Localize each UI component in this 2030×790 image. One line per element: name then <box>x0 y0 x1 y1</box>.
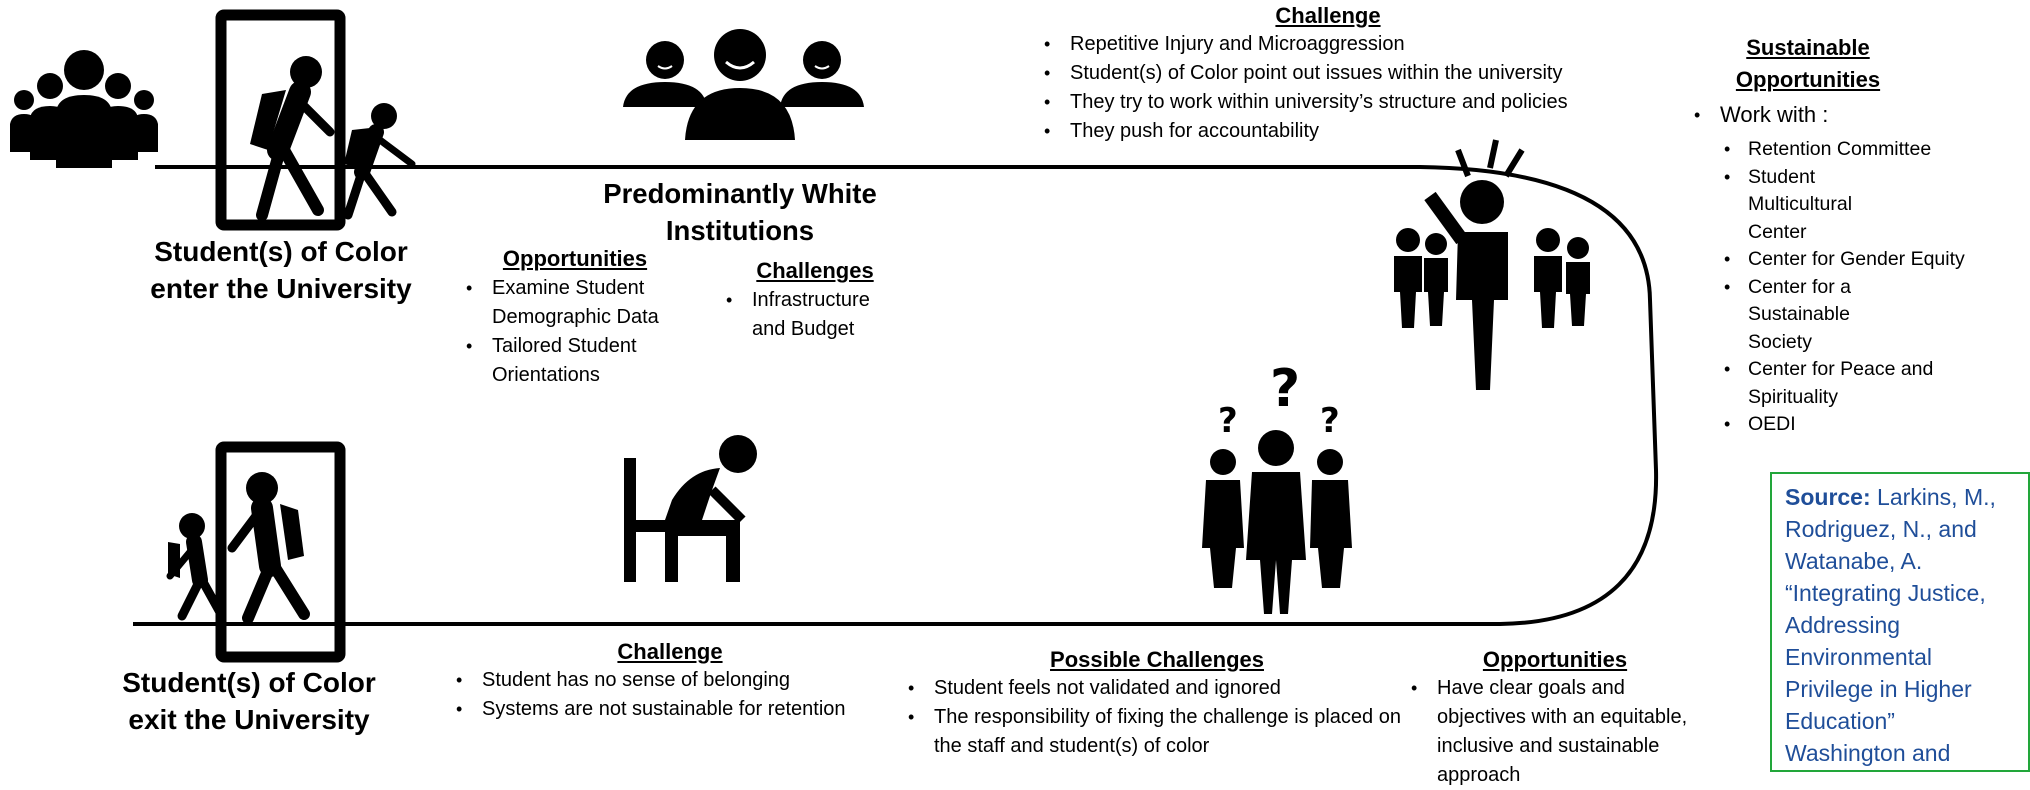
question-people-icon: ? ? ? <box>1202 359 1352 614</box>
pwi-title: Predominantly White Institutions <box>603 178 877 246</box>
bottom-opportunities: Opportunities Have clear goals and objec… <box>1405 645 1705 790</box>
top-challenge-item: Student(s) of Color point out issues wit… <box>1038 59 1638 88</box>
pwi-challenges-heading: Challenges <box>756 258 874 283</box>
bottom-opportunity-item: Have clear goals and objectives with an … <box>1405 674 1702 790</box>
bottom-challenge-heading: Challenge <box>617 639 723 664</box>
svg-text:?: ? <box>1218 401 1238 441</box>
sustainable-heading: Sustainable Opportunities <box>1735 35 1881 92</box>
top-challenge-item: They try to work within university’s str… <box>1038 88 1638 117</box>
start-label: Student(s) of Color enter the University <box>150 236 412 304</box>
bottom-opportunities-heading: Opportunities <box>1482 647 1628 672</box>
bottom-challenge-item: Student has no sense of belonging <box>450 666 880 695</box>
smiling-people-icon <box>623 29 864 140</box>
sustainable-item: Center for Gender Equity <box>1718 246 2008 274</box>
sustainable-item: Student Multicultural Center <box>1718 164 1908 247</box>
pwi-opportunity-item: Tailored Student Orientations <box>460 332 672 390</box>
svg-text:?: ? <box>1320 401 1340 441</box>
sustainable-opportunities: Sustainable Opportunities Work with : Re… <box>1688 32 2008 439</box>
sustainable-item: OEDI <box>1718 411 2008 439</box>
source-text: Larkins, M., Rodriguez, N., and Watanabe… <box>1785 484 1996 766</box>
pwi-opportunities-heading: Opportunities <box>502 246 648 271</box>
top-challenge-item: Repetitive Injury and Microaggression <box>1038 30 1638 59</box>
possible-challenges-heading: Possible Challenges <box>1050 647 1264 672</box>
possible-challenges: Possible Challenges Student feels not va… <box>902 645 1412 761</box>
top-challenge-heading: Challenge <box>1275 3 1381 28</box>
bottom-challenge: Challenge Student has no sense of belong… <box>450 637 880 724</box>
possible-challenge-item: The responsibility of fixing the challen… <box>902 703 1404 761</box>
pwi-opportunity-item: Examine Student Demographic Data <box>460 274 682 332</box>
pwi-challenge-item: Infrastructure and Budget <box>720 286 892 344</box>
source-label: Source: <box>1785 484 1871 510</box>
people-group-icon <box>10 50 158 168</box>
sustainable-item: Retention Committee <box>1718 136 2008 164</box>
pwi-opportunities: Opportunities Examine Student Demographi… <box>460 246 710 390</box>
svg-text:?: ? <box>1270 359 1300 419</box>
raised-hand-group-icon <box>1394 139 1590 390</box>
exit-door-icon <box>166 441 346 663</box>
enter-door-icon <box>215 9 416 231</box>
bottom-challenge-item: Systems are not sustainable for retentio… <box>450 695 880 724</box>
sustainable-item: Center for Peace and Spirituality <box>1718 356 1948 411</box>
journey-diagram: ? ? ? <box>10 9 1659 663</box>
possible-challenge-item: Student feels not validated and ignored <box>902 674 1412 703</box>
end-label: Student(s) of Color exit the University <box>122 667 376 735</box>
top-challenge-item: They push for accountability <box>1038 117 1638 146</box>
source-box: Source: Larkins, M., Rodriguez, N., and … <box>1770 472 2030 772</box>
top-challenge: Challenge Repetitive Injury and Microagg… <box>1038 3 1638 146</box>
pwi-challenges: Challenges Infrastructure and Budget <box>720 258 920 344</box>
work-with-label: Work with : <box>1688 98 2008 132</box>
sustainable-item: Center for a Sustainable Society <box>1718 274 1908 357</box>
sad-seated-person-icon <box>624 435 757 582</box>
journey-path <box>133 165 1659 626</box>
